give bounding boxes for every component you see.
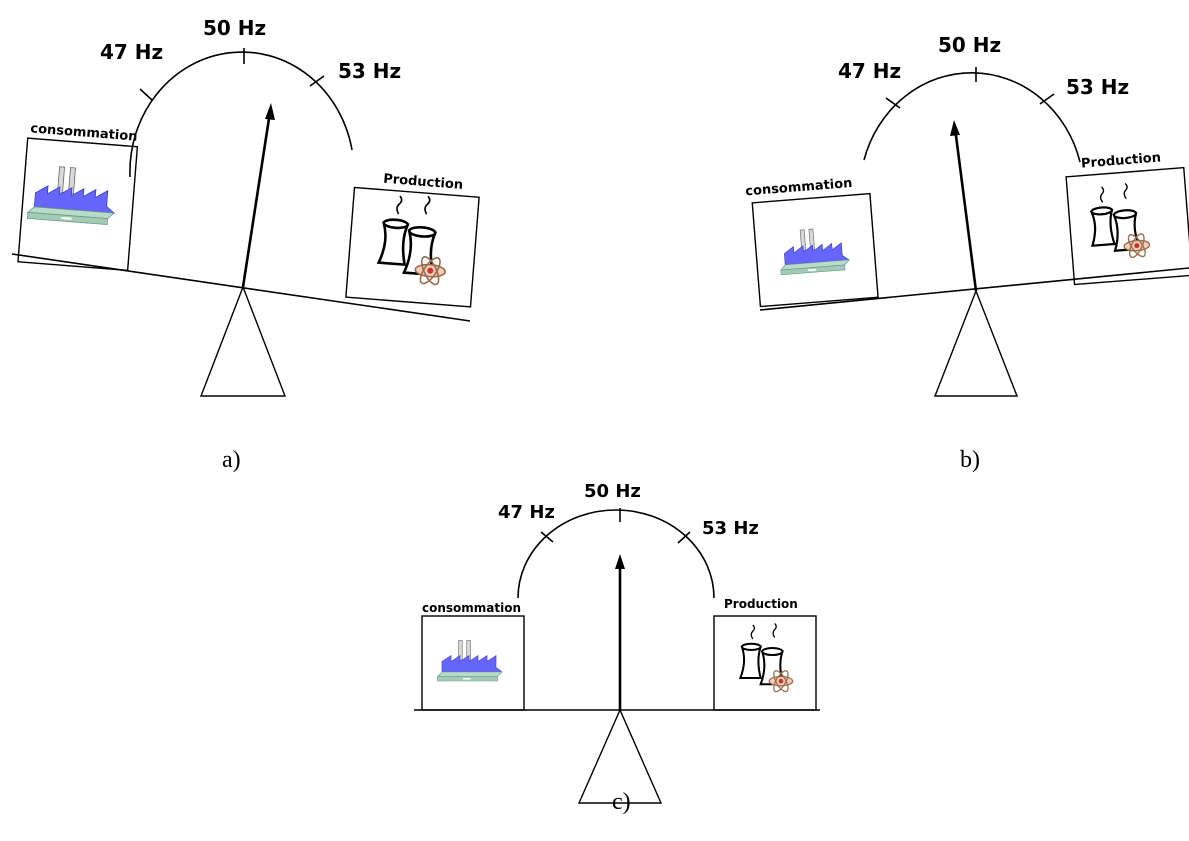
production-label: Production — [724, 597, 798, 611]
pointer-needle — [241, 111, 272, 288]
caption-c: c) — [612, 789, 631, 815]
consumption-box: consommation — [745, 176, 879, 308]
pointer-arrowhead — [615, 554, 625, 569]
production-box: Production — [345, 172, 480, 308]
label-47hz: 47 Hz — [498, 502, 555, 523]
pointer-arrowhead — [265, 103, 275, 120]
frequency-arc — [863, 72, 1081, 163]
tick-53 — [677, 531, 691, 544]
consumption-label: consommation — [422, 601, 521, 615]
consumption-box: consommation — [17, 121, 139, 272]
panel-c: consommation Production 47 Hz 50 Hz 53 H… — [414, 481, 820, 815]
pointer-arrowhead — [950, 120, 960, 136]
production-box: Production — [1065, 150, 1189, 286]
label-50hz: 50 Hz — [203, 16, 266, 40]
caption-a: a) — [222, 447, 241, 473]
production-label: Production — [1081, 150, 1162, 171]
label-53hz: 53 Hz — [338, 59, 401, 83]
fulcrum — [577, 708, 663, 804]
panel-b: consommation Production 47 Hz 50 Hz 53 H… — [745, 33, 1189, 473]
label-53hz: 53 Hz — [702, 518, 759, 539]
tick-47 — [139, 88, 153, 101]
tick-53 — [1039, 93, 1055, 105]
pointer-needle — [953, 127, 978, 292]
fulcrum — [199, 285, 287, 397]
frequency-arc — [517, 509, 715, 599]
tick-47 — [540, 531, 554, 543]
beam — [11, 253, 471, 322]
caption-b: b) — [960, 447, 980, 473]
tick-47 — [885, 97, 901, 109]
tick-53 — [309, 75, 325, 87]
fulcrum — [933, 289, 1019, 397]
production-label: Production — [383, 172, 464, 193]
panel-a: consommation Production 47 Hz 50 Hz 53 H… — [11, 16, 480, 473]
label-53hz: 53 Hz — [1066, 75, 1129, 99]
frequency-arc — [129, 51, 353, 178]
label-47hz: 47 Hz — [838, 59, 901, 83]
label-50hz: 50 Hz — [584, 481, 641, 502]
label-50hz: 50 Hz — [938, 33, 1001, 57]
label-47hz: 47 Hz — [100, 40, 163, 64]
